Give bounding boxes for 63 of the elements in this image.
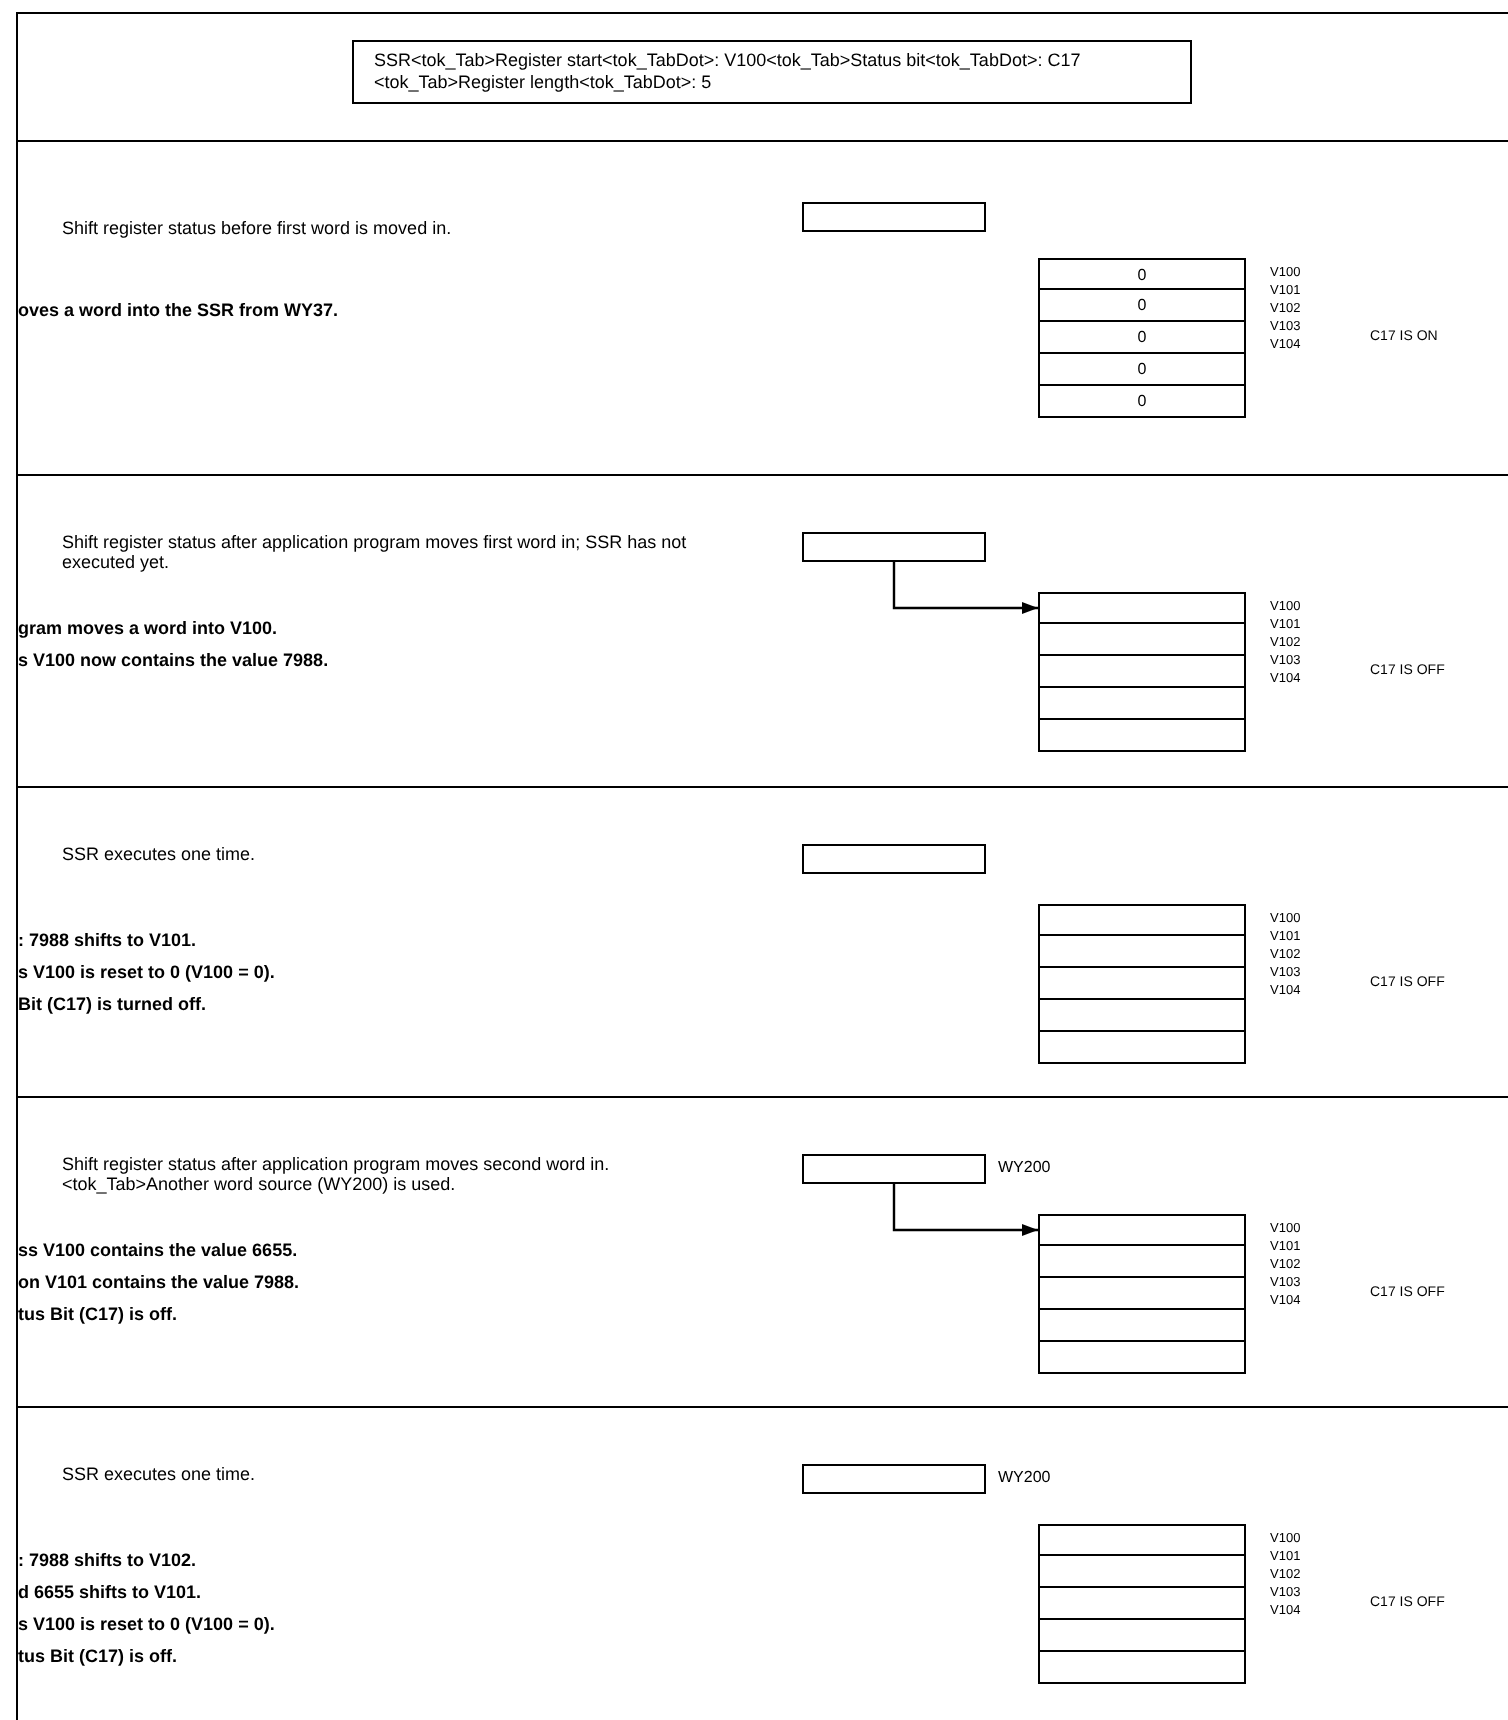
register-cell (1038, 1652, 1246, 1684)
step-heading: SSR executes one time. (62, 1464, 258, 1484)
step-heading: Shift register status before first word is moved in. (62, 218, 454, 238)
register-cell: 0 (1038, 386, 1246, 418)
register-cell (1038, 720, 1246, 752)
step-note: s V100 is reset to 0 (V100 = 0). (18, 960, 275, 984)
step-note: on V101 contains the value 7988. (18, 1270, 300, 1294)
word-box (802, 1464, 986, 1494)
header-box: SSR<tok_Tab>Register start<tok_TabDot>: V100<tok_Tab>Status bit<tok_TabDot>: C17 <tok_Tab>Register length<tok_TabDot>: 5 (352, 40, 1192, 104)
register-cell: 0 (1038, 290, 1246, 322)
word-box (802, 532, 986, 562)
arrow (892, 562, 1038, 614)
register-cell (1038, 1000, 1246, 1032)
register-cell: 0 (1038, 354, 1246, 386)
register-cell (1038, 1032, 1246, 1064)
step-note: ss V100 contains the value 6655. (18, 1238, 298, 1262)
register-table (1038, 1524, 1246, 1684)
register-cell (1038, 1556, 1246, 1588)
register-cell (1038, 1588, 1246, 1620)
step-note: oves a word into the SSR from WY37. (18, 298, 339, 322)
register-table (1038, 1214, 1246, 1374)
step-heading: Shift register status after application program moves second word in. <tok_Tab>Another word source (WY200) is used. (62, 1154, 612, 1194)
register-cell (1038, 1310, 1246, 1342)
step-note: s V100 is reset to 0 (V100 = 0). (18, 1612, 275, 1636)
step-panel (16, 786, 1508, 1096)
step-panel (16, 1096, 1508, 1406)
step-panel (16, 140, 1508, 474)
arrow (892, 1184, 1038, 1236)
register-cell (1038, 1214, 1246, 1246)
register-cell (1038, 904, 1246, 936)
step-note: : 7988 shifts to V101. (18, 928, 197, 952)
register-cell (1038, 1524, 1246, 1556)
register-cell (1038, 1342, 1246, 1374)
register-cell (1038, 936, 1246, 968)
register-cell (1038, 656, 1246, 688)
word-box (802, 844, 986, 874)
step-heading: SSR executes one time. (62, 844, 258, 864)
word-box (802, 1154, 986, 1184)
step-note: gram moves a word into V100. (18, 616, 278, 640)
step-heading: Shift register status after application program moves first word in; SSR has not executed yet. (62, 532, 689, 572)
source-label: WY200 (998, 1468, 1051, 1486)
register-table (1038, 904, 1246, 1064)
register-cell (1038, 688, 1246, 720)
step-note: tus Bit (C17) is off. (18, 1644, 178, 1668)
register-cell: 0 (1038, 258, 1246, 290)
register-cell (1038, 1246, 1246, 1278)
register-cell (1038, 1278, 1246, 1310)
step-panel (16, 474, 1508, 786)
step-note: s V100 now contains the value 7988. (18, 648, 329, 672)
source-label: WY200 (998, 1158, 1051, 1176)
register-cell (1038, 592, 1246, 624)
step-note: Bit (C17) is turned off. (18, 992, 206, 1016)
step-note: tus Bit (C17) is off. (18, 1302, 178, 1326)
register-cell: 0 (1038, 322, 1246, 354)
step-note: : 7988 shifts to V102. (18, 1548, 197, 1572)
register-table (1038, 592, 1246, 752)
register-cell (1038, 624, 1246, 656)
word-box (802, 202, 986, 232)
register-cell (1038, 1620, 1246, 1652)
register-table (1038, 258, 1246, 418)
step-note: d 6655 shifts to V101. (18, 1580, 202, 1604)
register-cell (1038, 968, 1246, 1000)
step-panel (16, 1406, 1508, 1720)
